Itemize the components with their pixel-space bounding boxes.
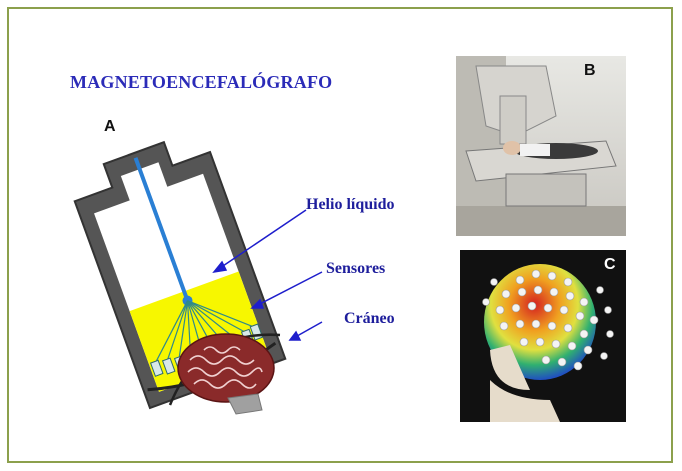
- label-craneo: Cráneo: [344, 310, 395, 328]
- patient-head: [503, 141, 521, 155]
- brainstem: [228, 394, 262, 414]
- label-helio-liquido: Helio líquido: [306, 196, 394, 214]
- patient-shirt: [520, 144, 550, 156]
- bed-base: [506, 174, 586, 206]
- panel-c-letter: C: [604, 256, 616, 274]
- floor: [456, 206, 626, 236]
- photo-meg-scanner: [456, 56, 626, 236]
- photo-sensor-head: [460, 250, 626, 422]
- scanner-arm: [500, 96, 526, 144]
- label-sensores: Sensores: [326, 260, 385, 278]
- panel-b-letter: B: [584, 62, 596, 80]
